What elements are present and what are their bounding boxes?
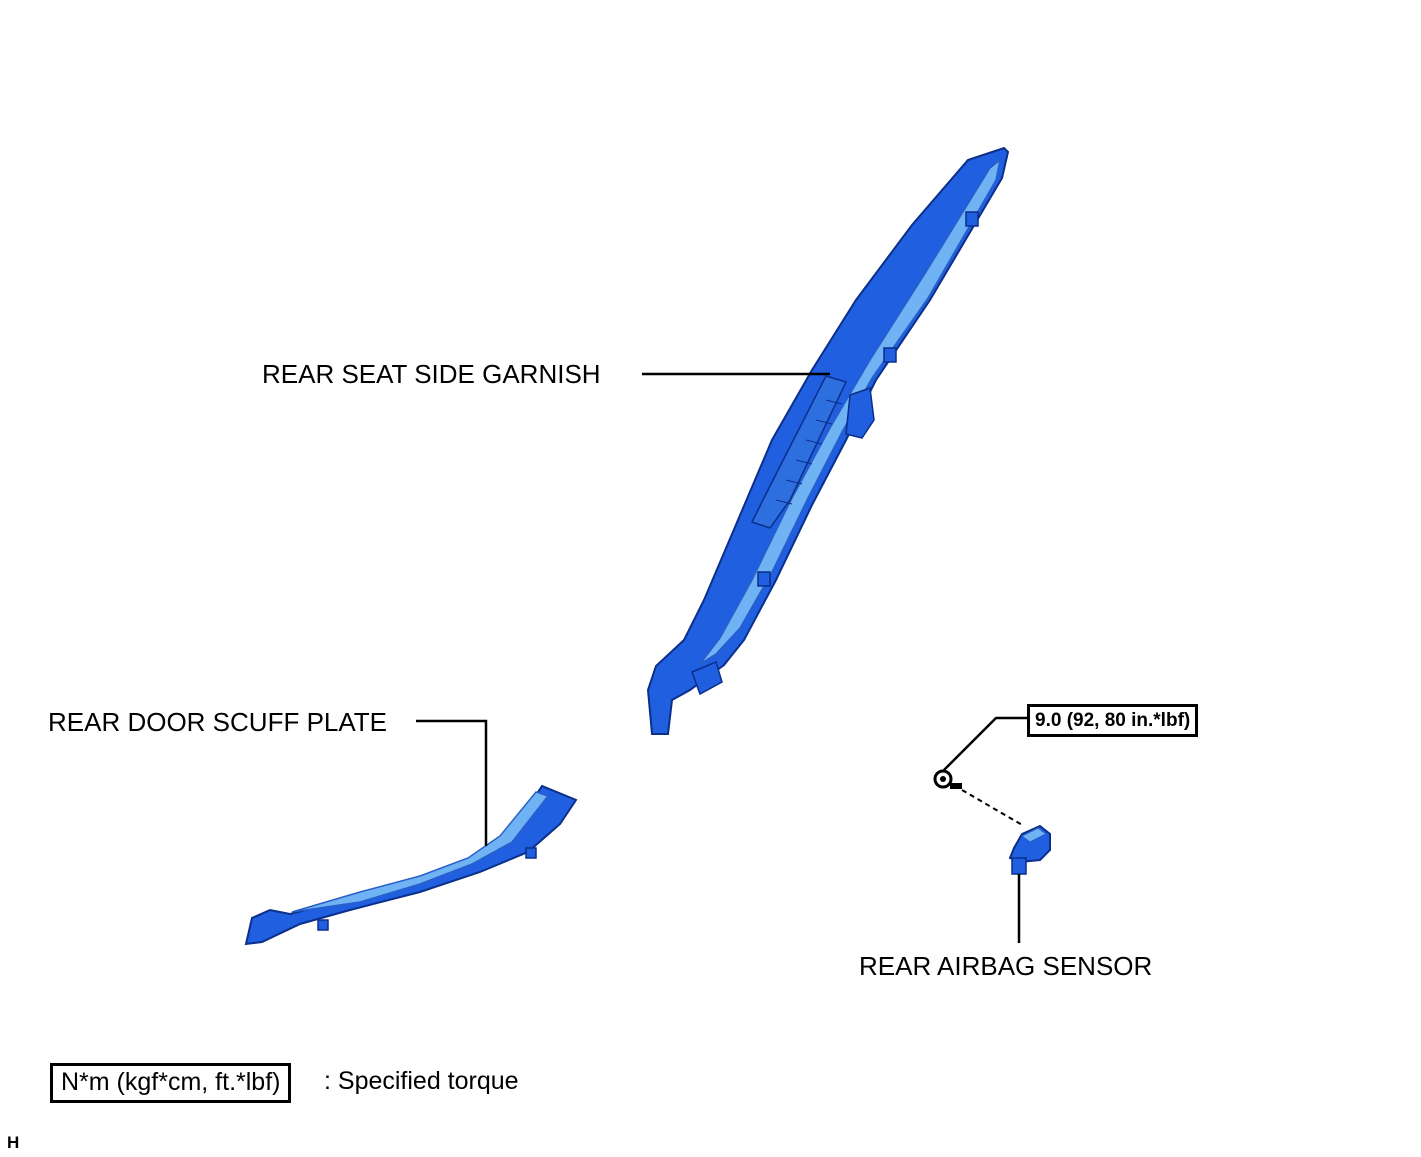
legend-torque-meaning: : Specified torque xyxy=(324,1067,519,1095)
assembly-dashed-line xyxy=(961,789,1025,827)
garnish-label: REAR SEAT SIDE GARNISH xyxy=(262,359,601,389)
torque-leader xyxy=(943,716,1028,771)
torque-spec-box: 9.0 (92, 80 in.*lbf) xyxy=(1027,704,1199,737)
scuff-plate-label: REAR DOOR SCUFF PLATE xyxy=(48,707,388,737)
airbag-sensor-label: REAR AIRBAG SENSOR xyxy=(859,951,1153,981)
rear-door-scuff-plate xyxy=(244,784,578,946)
bolt-icon xyxy=(933,769,962,789)
rear-seat-side-garnish xyxy=(646,146,1010,735)
rear-airbag-sensor xyxy=(1008,824,1051,875)
corner-mark: H xyxy=(7,1133,20,1152)
scuff-plate-leader xyxy=(416,719,488,846)
legend-torque-symbol: N*m (kgf*cm, ft.*lbf) xyxy=(50,1063,292,1103)
